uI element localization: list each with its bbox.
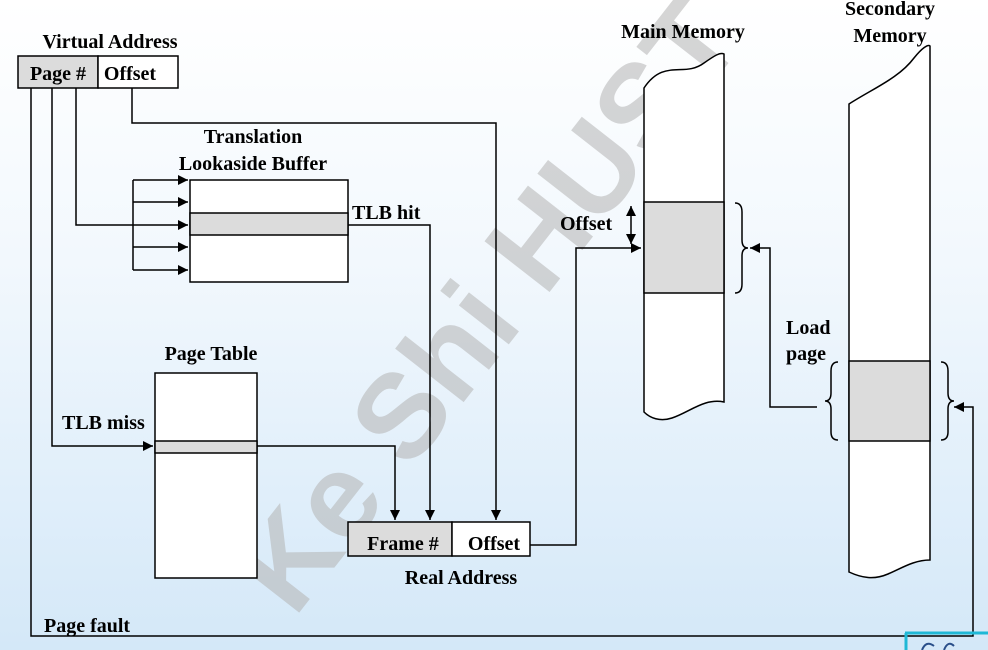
page-fault-label: Page fault	[44, 615, 130, 637]
tlb-hit-entry	[189, 212, 349, 236]
main-memory-frame-brace	[734, 202, 749, 294]
page-table-title: Page Table	[165, 343, 258, 365]
page-table-box	[154, 372, 258, 579]
virtual-address-title: Virtual Address	[42, 31, 177, 53]
ra-offset-field	[451, 521, 531, 557]
ra-frame-label: Frame #	[367, 533, 439, 555]
real-to-memory-arrow	[530, 243, 641, 546]
secondary-page-left-brace	[824, 361, 839, 441]
mm-offset-label: Offset	[560, 213, 613, 235]
tlb-hit-label: TLB hit	[352, 202, 421, 224]
secondary-memory-title-line1: Secondary	[845, 0, 935, 20]
page-table-entry	[154, 440, 258, 454]
load-page-arrow	[750, 243, 817, 408]
tlb-miss-label: TLB miss	[62, 412, 145, 434]
real-address-title: Real Address	[405, 567, 518, 589]
secondary-memory-page	[848, 360, 931, 442]
tlb-title-line1: Translation	[204, 126, 303, 148]
secondary-page-right-brace	[940, 361, 955, 441]
va-offset-field	[97, 55, 179, 89]
main-memory-title: Main Memory	[621, 21, 745, 43]
secondary-memory-title-line2: Memory	[853, 25, 926, 47]
load-page-label-line2: page	[786, 343, 826, 365]
page-to-tlb-arrow	[75, 88, 188, 230]
tlb-title-line2: Lookaside Buffer	[179, 153, 327, 175]
offset-to-real-arrow	[131, 88, 501, 520]
page-fault-arrow	[30, 88, 974, 637]
tlb-miss-arrow	[51, 88, 153, 451]
va-offset-label: Offset	[104, 63, 157, 85]
ra-offset-label: Offset	[468, 533, 521, 555]
va-page-field	[17, 55, 99, 89]
va-page-label: Page #	[30, 63, 86, 85]
tlb-hit-arrow	[348, 224, 435, 520]
main-memory-frame	[643, 201, 725, 294]
corner-logo	[904, 631, 988, 650]
ra-frame-field	[347, 521, 453, 557]
pagetable-to-frame-arrow	[257, 445, 400, 520]
secondary-memory-column	[848, 44, 931, 579]
load-page-label-line1: Load	[786, 317, 830, 339]
